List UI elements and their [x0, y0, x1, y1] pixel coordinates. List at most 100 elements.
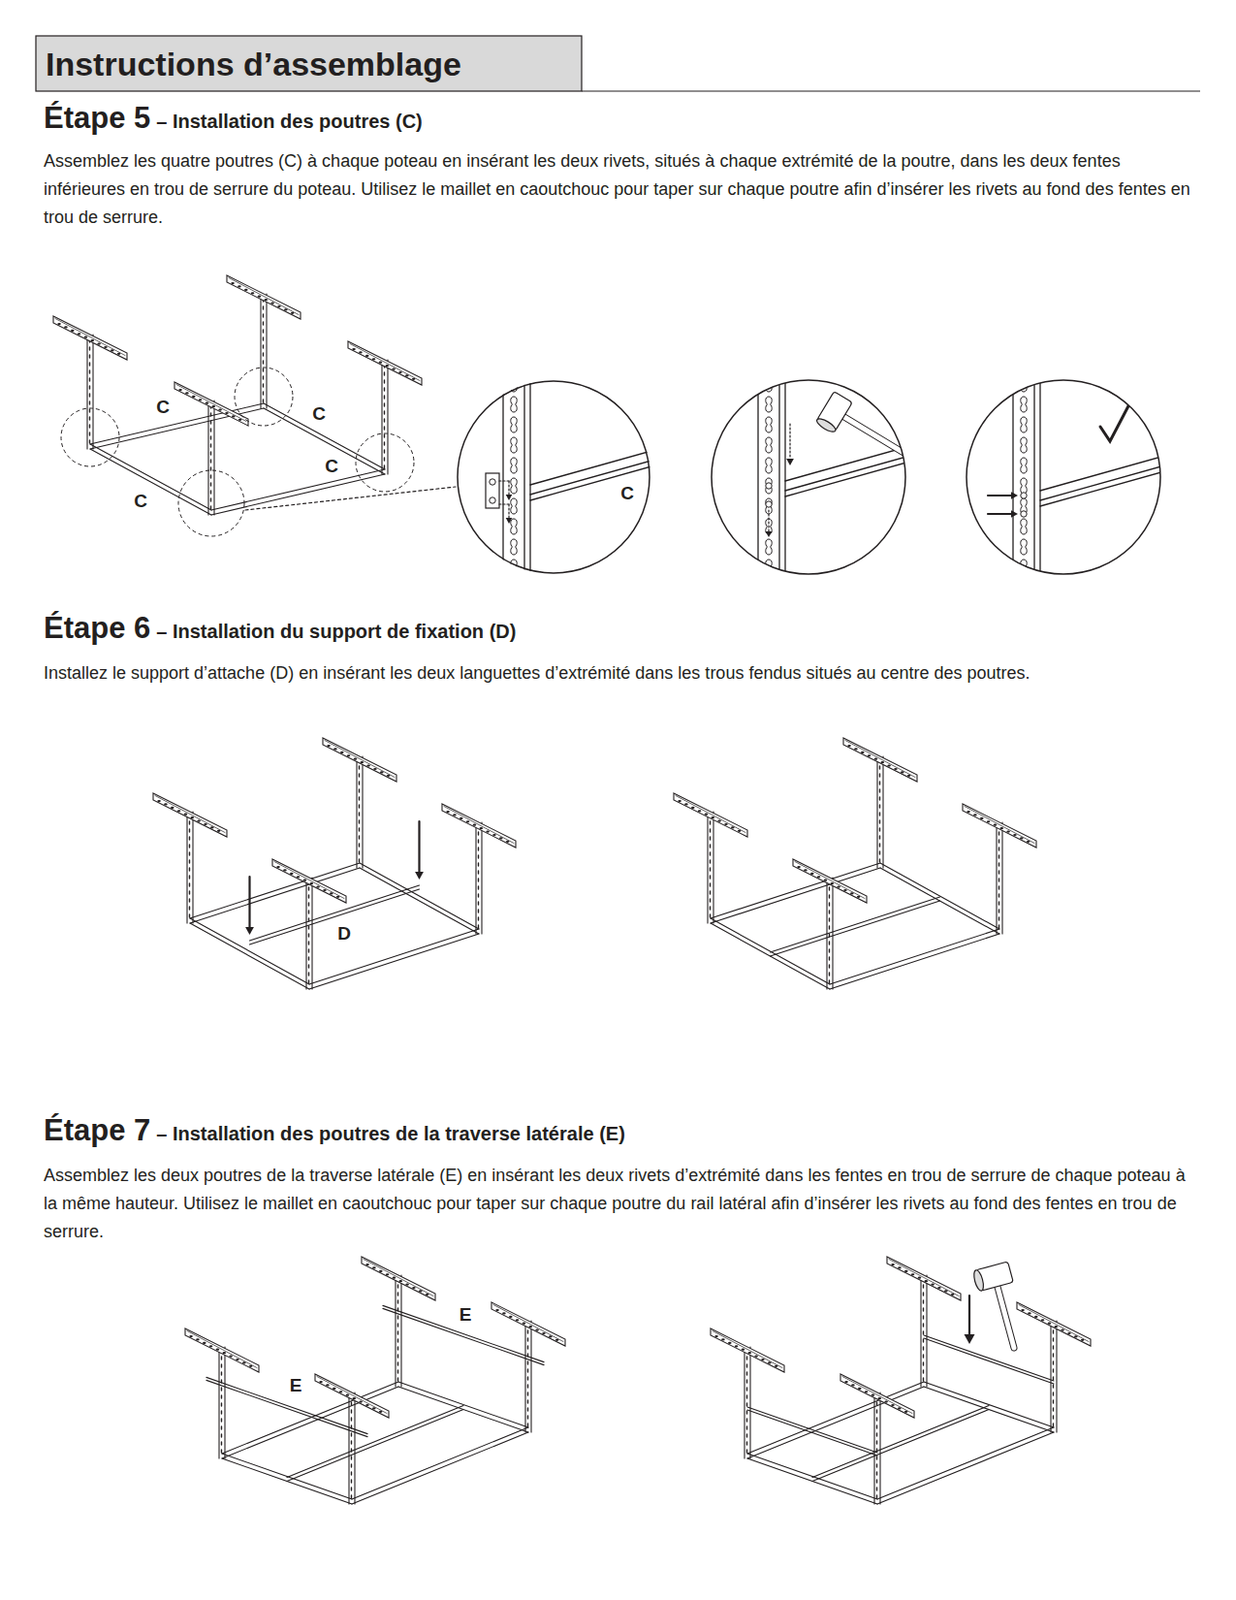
shelf-frame: [153, 737, 516, 989]
post-slot: [1052, 1415, 1054, 1419]
bracket-hole: [184, 813, 189, 816]
beam-line: [812, 1409, 989, 1482]
shelf-frame: [673, 737, 1037, 989]
bracket-hole: [418, 1289, 423, 1292]
bracket-hole: [897, 1406, 902, 1409]
arrow-shaft: [507, 504, 509, 518]
post-slot: [879, 827, 881, 831]
post-line: [223, 1346, 225, 1458]
bracket-hole: [741, 1348, 746, 1351]
bracket-hole: [210, 825, 215, 828]
post-slot: [210, 412, 212, 416]
keyhole-slot: [765, 477, 772, 494]
post-slot: [477, 886, 479, 889]
bracket-hole: [944, 1289, 949, 1292]
post-slot: [350, 1487, 352, 1490]
post-slot: [998, 886, 1000, 889]
bracket-hole: [1026, 840, 1031, 843]
post-slot: [262, 399, 264, 403]
post-slot: [998, 901, 1000, 905]
post-slot: [350, 1494, 352, 1498]
bracket-hole: [506, 840, 510, 843]
keyhole-slot: [1020, 416, 1027, 433]
bracket-hole: [854, 747, 858, 750]
beam-line: [770, 900, 941, 956]
ceiling-bracket: [1016, 1301, 1091, 1346]
bracket-hole: [309, 882, 314, 885]
bracket-hole: [216, 1348, 221, 1351]
post-slot: [89, 416, 91, 420]
bracket-hole: [351, 348, 356, 350]
bracket-fold: [324, 740, 395, 778]
bracket-hole: [499, 836, 504, 839]
bracket-hole: [724, 823, 729, 825]
post-line: [876, 756, 878, 868]
bracket-hole: [904, 1269, 909, 1272]
bracket-hole: [774, 1364, 779, 1367]
bracket-hole: [191, 395, 196, 398]
bracket-hole: [157, 799, 161, 802]
post-slot: [189, 828, 191, 832]
arrow-shaft: [987, 512, 1012, 515]
callout-circle: [234, 367, 293, 426]
post-slot: [746, 1426, 748, 1429]
bracket-hole: [326, 744, 331, 747]
post-slot: [709, 906, 711, 910]
post-slot: [89, 401, 91, 405]
post-slot: [527, 1392, 529, 1395]
post-slot: [262, 345, 264, 349]
post-slot: [358, 796, 360, 800]
post-line: [353, 1392, 355, 1504]
post-line: [524, 1320, 526, 1432]
post-slot: [358, 843, 360, 847]
post-line: [361, 756, 363, 868]
bracket-hole: [332, 1387, 337, 1390]
post-slot: [876, 1471, 878, 1475]
post-slot: [308, 894, 310, 898]
beam-line: [286, 1405, 464, 1478]
part-label: E: [287, 1374, 305, 1395]
post-slot: [383, 380, 385, 383]
post-line: [380, 359, 382, 475]
bracket-hole: [318, 1380, 323, 1383]
post-slot: [709, 821, 711, 824]
ceiling-bracket: [843, 737, 918, 782]
keyhole-slot: [1020, 396, 1027, 412]
post-slot: [397, 1315, 399, 1319]
beam-line: [747, 1406, 878, 1453]
post-slot: [527, 1368, 529, 1372]
ceiling-bracket: [491, 1301, 566, 1346]
bracket-hole: [1067, 1331, 1072, 1334]
post-slot: [189, 821, 191, 824]
post-slot: [397, 1323, 399, 1327]
beam-line: [770, 896, 941, 952]
post-slot: [221, 1387, 222, 1391]
bracket-hole: [986, 820, 991, 823]
post-slot: [998, 893, 1000, 897]
keyhole-slot: [510, 498, 517, 514]
post-slot: [876, 1487, 878, 1490]
bracket-hole: [528, 1325, 533, 1328]
bracket-fold: [349, 344, 420, 381]
bracket-hole: [684, 802, 689, 805]
bracket-hole: [270, 301, 275, 304]
detail-view: [711, 370, 920, 584]
bracket-hole: [77, 332, 82, 335]
post-slot: [358, 851, 360, 855]
mallet-head: [815, 391, 853, 435]
post-slot: [527, 1399, 529, 1403]
bracket-hole: [185, 391, 190, 394]
bracket-hole: [347, 754, 351, 757]
ceiling-bracket: [185, 1328, 259, 1372]
post-slot: [477, 893, 479, 897]
post-slot: [876, 1463, 878, 1467]
post-slot: [746, 1402, 748, 1406]
post-slot: [746, 1418, 748, 1422]
bracket-hole: [372, 357, 377, 360]
bracket-hole: [1047, 1322, 1052, 1325]
bracket-hole: [810, 872, 815, 875]
bracket-hole: [249, 1364, 254, 1367]
post-slot: [527, 1407, 529, 1411]
post-slot: [308, 925, 310, 929]
callout-circle: [178, 470, 245, 537]
